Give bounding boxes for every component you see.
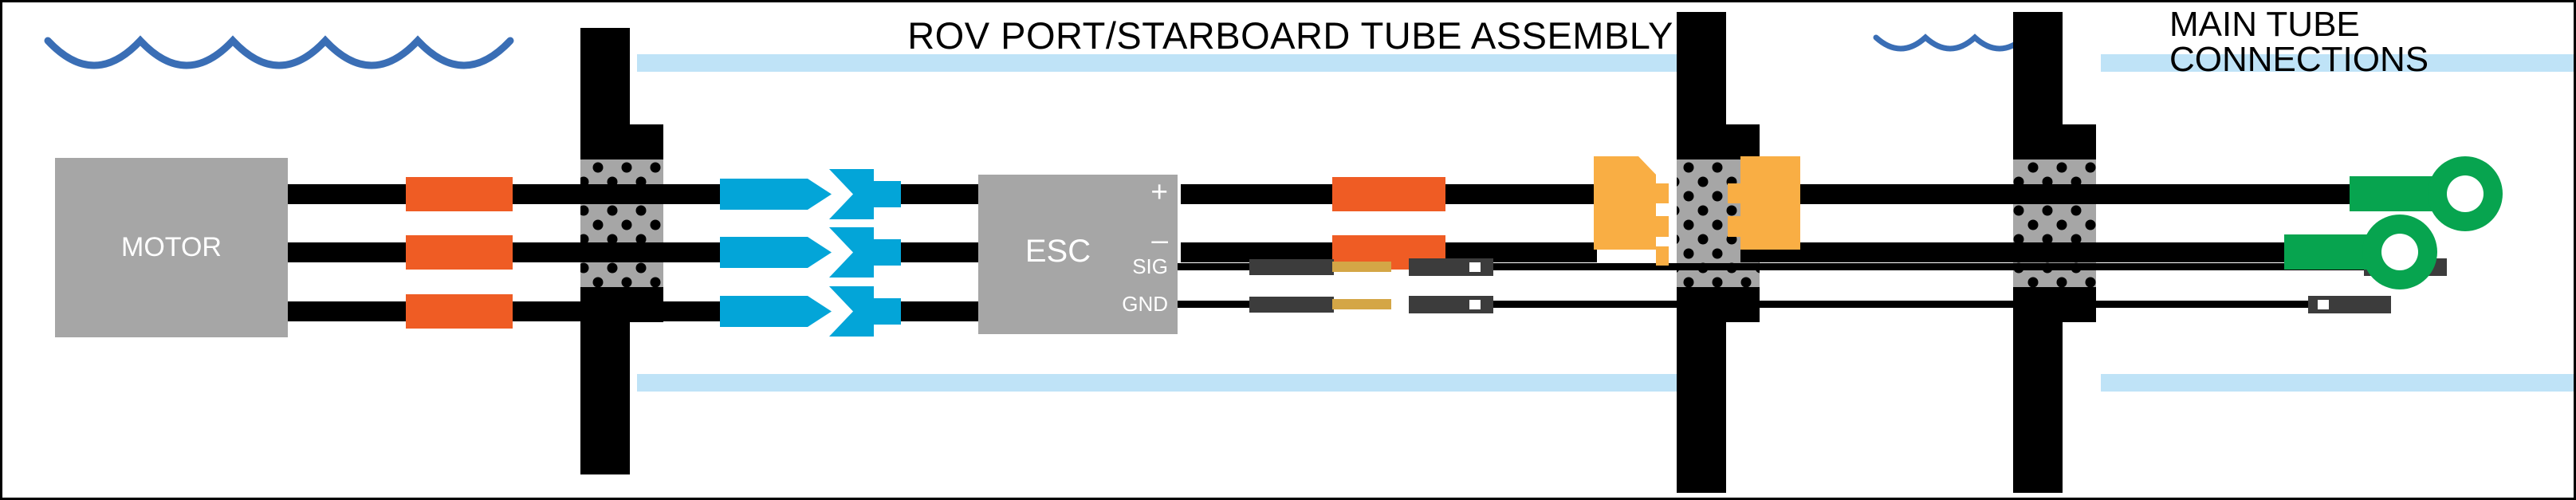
left-water-waves (44, 35, 514, 69)
bullet-female-1 (829, 169, 901, 219)
bullet-female-2 (829, 227, 901, 278)
wire-row3-seg-motor-to-hs (288, 301, 406, 321)
tube-wall-bottom-right (2101, 374, 2574, 392)
signal-wire-gnd-right (1493, 301, 2308, 308)
signal-male-pin-sig (1332, 262, 1391, 272)
tube-wall-top-left (637, 54, 1677, 72)
wire-row1-seg-motor-to-hs (288, 184, 406, 204)
bullet-male-1 (720, 179, 832, 210)
bullet-male-2 (720, 237, 832, 268)
signal-wire-sig-left (1178, 263, 1257, 270)
power-connector-female-body (1728, 156, 1800, 250)
power-connector-pair (1594, 156, 1800, 266)
wire-row3-seg-hs-to-bulkhead (513, 301, 720, 321)
wire-row1-seg-esc-to-hs (1181, 184, 1332, 204)
wire-row1-seg-bullet-to-esc (901, 184, 981, 204)
bulkhead-2-upper-flange (1677, 124, 1760, 159)
heatshrink-left-1 (406, 177, 513, 211)
tube-wall-bottom-left (637, 374, 1677, 392)
signal-male-housing-gnd (1249, 297, 1334, 313)
signal-female-latch-sig (1469, 262, 1481, 272)
esc-pin-label-negative: – (1151, 223, 1168, 256)
heatshrink-left-2 (406, 235, 513, 270)
ring-terminal-2-hole (2381, 234, 2418, 270)
signal-female-latch-gnd (1469, 300, 1481, 309)
wire-row1-seg-hs-to-bulkhead (513, 184, 720, 204)
esc-pin-label-sig: SIG (1132, 254, 1168, 278)
wire-row3-seg-bullet-to-esc (901, 301, 981, 321)
wire-row1-seg-servo-to-ring (1740, 184, 2354, 204)
signal-female-housing-gnd (1409, 296, 1493, 313)
wire-row2-seg-servo-to-ring (1740, 242, 2291, 262)
bulkhead-1-upper-flange (580, 124, 663, 159)
signal-connectors (1249, 258, 2447, 313)
ring-terminals (2284, 156, 2503, 289)
esc-pin-label-positive: + (1150, 175, 1168, 208)
main-tube-connections-line2: CONNECTIONS (2169, 40, 2429, 79)
main-tube-connections-line1: MAIN TUBE (2169, 5, 2360, 44)
motor-block (55, 158, 288, 337)
tube-wall-top-right (2101, 54, 2574, 72)
heatshrink-left-3 (406, 294, 513, 329)
esc-block-label: ESC (1025, 234, 1091, 269)
ring-terminal-2-tab (2284, 234, 2372, 270)
bullet-female-3 (829, 286, 901, 337)
signal-end-latch-gnd (2318, 300, 2329, 309)
ring-terminal-1-hole (2447, 175, 2484, 212)
bulkhead-3-upper-flange (2013, 124, 2096, 159)
signal-male-housing-sig (1249, 259, 1334, 275)
ring-terminal-1-tab (2350, 176, 2437, 211)
signal-female-housing-sig (1409, 258, 1493, 276)
power-connector-male-body (1594, 156, 1669, 250)
signal-wire-sig-right (1493, 263, 2364, 270)
signal-wire-gnd-left (1178, 301, 1257, 308)
bulkhead-3-lower-stem (2013, 287, 2063, 493)
page-title: ROV PORT/STARBOARD TUBE ASSEMBLY (907, 14, 1673, 57)
penetrator-1-dots (580, 159, 663, 287)
signal-male-pin-gnd (1332, 299, 1391, 309)
bulkhead-2-lower-stem (1677, 287, 1726, 493)
esc-block (978, 175, 1178, 334)
wire-row2-seg-hs-to-bulkhead (513, 242, 720, 262)
wire-row2-seg-esc-to-hs (1181, 242, 1332, 262)
tube-walls (637, 54, 2574, 392)
esc-pin-label-gnd: GND (1122, 292, 1168, 316)
signal-wires (1178, 263, 2364, 308)
wire-row1-seg-hs-to-servo (1445, 184, 1597, 204)
wire-row2-seg-motor-to-hs (288, 242, 406, 262)
right-water-waves (1873, 33, 2027, 52)
motor-block-label: MOTOR (121, 232, 222, 262)
wire-row2-seg-bullet-to-esc (901, 242, 981, 262)
power-wires (288, 184, 2354, 321)
main-tube-connections-label: MAIN TUBE CONNECTIONS (2169, 7, 2429, 77)
bullet-male-3 (720, 296, 832, 327)
bullet-connectors (720, 169, 901, 337)
heatshrink-right-1 (1332, 177, 1445, 211)
